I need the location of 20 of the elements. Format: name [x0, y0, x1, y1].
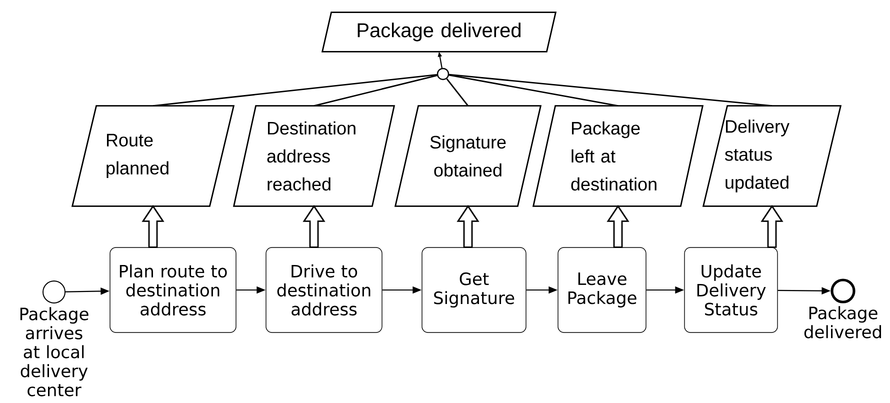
connector-line [449, 74, 772, 106]
block-arrow [760, 204, 784, 248]
task-box: Plan route to destination address [110, 247, 236, 333]
task-box: Leave Package [558, 247, 646, 333]
task-box: Update Delivery Status [684, 247, 778, 333]
event-label: Package delivered [804, 306, 882, 338]
junction-circle [436, 68, 450, 80]
task-box: Drive to destination address [266, 247, 382, 333]
connector-line [152, 74, 438, 106]
task-box: Get Signature [422, 247, 526, 333]
end-event-circle [830, 278, 856, 304]
connector-line [314, 74, 438, 106]
connector-line [448, 74, 618, 106]
block-arrow [606, 204, 630, 248]
block-arrow [302, 204, 326, 248]
block-arrow [142, 204, 164, 248]
connector-line [446, 78, 469, 106]
block-arrow [456, 204, 480, 248]
event-label: Package arrives at local delivery center [20, 307, 88, 396]
start-event-circle [42, 280, 66, 304]
